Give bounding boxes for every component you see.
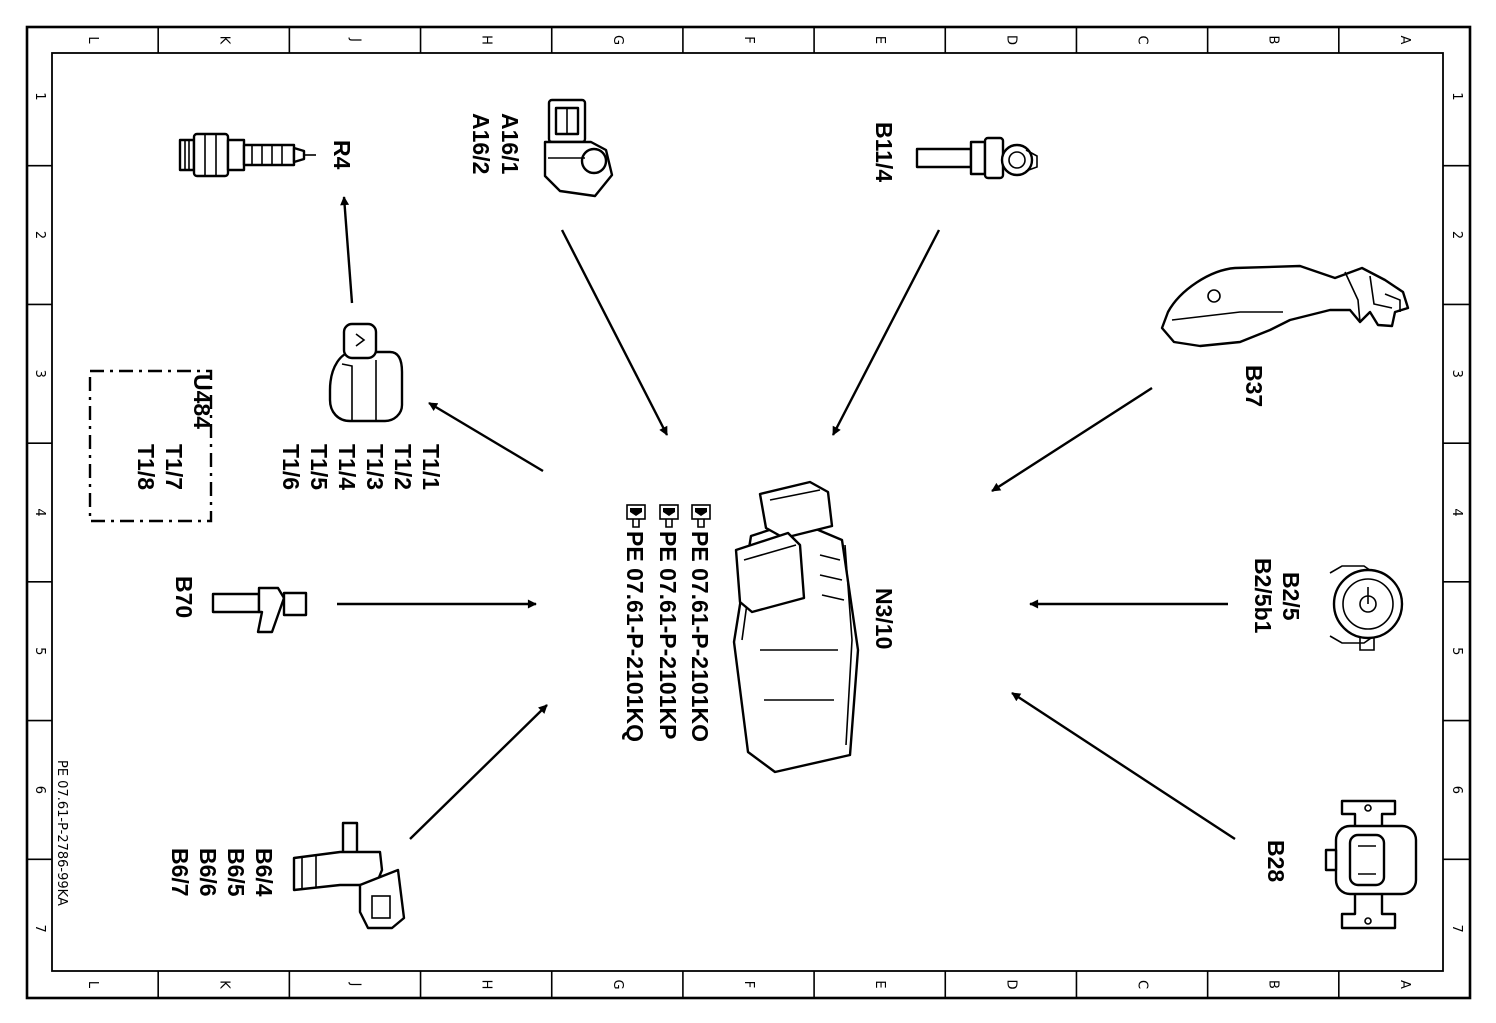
- connection-arrows: [337, 196, 1236, 841]
- crankshaft-sensor-label: B70: [171, 576, 197, 618]
- column-zone-letter: G: [610, 979, 625, 989]
- arrow-from-throttle: [560, 229, 669, 436]
- row-zone-number: 4: [32, 508, 47, 516]
- column-zone-letter: E: [872, 980, 887, 988]
- reference-row-3: PE 07.61-P-2101KQ: [622, 504, 648, 742]
- reference-row-2: PE 07.61-P-2101KP: [655, 504, 681, 739]
- coil-label-1: T1/1: [418, 444, 444, 490]
- column-zone-letter: J: [347, 982, 362, 987]
- pointing-hand-icon: [691, 504, 711, 528]
- throttle-label-2: A16/2: [468, 113, 494, 174]
- drawing-frame: L K J H G F E D C B A L K J H G F E D C B A 1 2 3 4 5 6 7 1 2 3 4 5 6 7: [25, 25, 1472, 1000]
- control-unit-icon: [732, 480, 860, 774]
- coil-label-6: T1/6: [278, 444, 304, 490]
- coil-label-4: T1/4: [334, 444, 360, 490]
- camshaft-label-4: B6/7: [167, 848, 193, 897]
- ignition-coil-icon: [328, 322, 404, 423]
- row-zone-number: 5: [32, 647, 47, 655]
- row-zone-number: 7: [32, 925, 47, 933]
- immobilizer-label-1: U484: [189, 374, 215, 429]
- arrow-to-spark-plug: [340, 196, 354, 304]
- column-zone-letter: H: [479, 35, 494, 45]
- arrow-to-ignition-coils: [428, 401, 544, 473]
- column-zone-letter: G: [610, 35, 625, 45]
- arrow-from-pedal: [991, 386, 1153, 493]
- arrow-from-camshaft: [409, 704, 548, 840]
- reference-row-1: PE 07.61-P-2101KO: [687, 504, 713, 742]
- column-zone-letter: B: [1266, 980, 1281, 989]
- row-zone-number: 4: [1449, 508, 1464, 516]
- row-zone-number: 1: [1449, 92, 1464, 100]
- column-zone-letter: K: [216, 36, 231, 45]
- column-zone-letter: L: [85, 36, 100, 44]
- crankshaft-sensor-icon: [211, 586, 308, 634]
- camshaft-label-1: B6/4: [251, 848, 277, 897]
- row-zone-number: 3: [32, 370, 47, 378]
- throttle-actuator-icon: [543, 98, 614, 198]
- column-zone-letter: C: [1135, 980, 1150, 989]
- document-number: PE 07.61-P-2786-99KA: [54, 760, 69, 906]
- column-zone-letter: D: [1003, 979, 1018, 989]
- control-unit-label: N3/10: [871, 588, 897, 649]
- column-zone-letter: F: [741, 36, 756, 43]
- arrow-from-pressure: [1011, 691, 1236, 841]
- column-zone-letter: A: [1397, 980, 1412, 989]
- column-zone-letter: D: [1003, 35, 1018, 45]
- coolant-sensor-icon: [915, 136, 1038, 180]
- arrow-from-coolant: [831, 229, 941, 436]
- row-zone-number: 6: [1449, 786, 1464, 794]
- pressure-sensor-icon: [1324, 799, 1418, 930]
- row-zone-number: 5: [1449, 647, 1464, 655]
- control-unit-reference-1: PE 07.61-P-2101KO: [687, 531, 713, 742]
- coil-label-2: T1/2: [390, 444, 416, 490]
- spark-plug-label: R4: [329, 140, 355, 170]
- coolant-sensor-label: B11/4: [871, 122, 897, 182]
- control-unit-reference-2: PE 07.61-P-2101KP: [655, 531, 681, 739]
- camshaft-label-2: B6/5: [223, 848, 249, 897]
- row-zone-number: 2: [32, 231, 47, 239]
- hfm-sensor-icon: [1329, 565, 1404, 651]
- row-zone-number: 2: [1449, 231, 1464, 239]
- row-zone-number: 3: [1449, 370, 1464, 378]
- column-zone-letter: L: [85, 981, 100, 989]
- row-zone-number: 7: [1449, 925, 1464, 933]
- coil-label-5: T1/5: [306, 444, 332, 490]
- immobilizer-label-3: T1/8: [133, 444, 159, 490]
- pointing-hand-icon: [626, 504, 646, 528]
- throttle-label-1: A16/1: [497, 113, 523, 175]
- column-zone-letter: F: [741, 981, 756, 988]
- pedal-sensor-label: B37: [1241, 365, 1267, 407]
- hfm-sensor-label-1: B2/5: [1278, 572, 1304, 621]
- row-zone-number: 1: [32, 92, 47, 100]
- coil-label-3: T1/3: [362, 444, 388, 490]
- column-zone-letter: J: [347, 37, 362, 42]
- column-zone-letter: H: [479, 980, 494, 990]
- camshaft-sensor-icon: [292, 821, 406, 930]
- column-zone-letter: C: [1135, 35, 1150, 44]
- pedal-sensor-icon: [1160, 264, 1410, 348]
- spark-plug-icon: [178, 132, 316, 178]
- camshaft-label-3: B6/6: [195, 848, 221, 897]
- immobilizer-label-2: T1/7: [161, 444, 187, 490]
- immobilizer-group-box: [88, 369, 213, 523]
- column-zone-letter: B: [1266, 36, 1281, 45]
- hfm-sensor-label-2: B2/5b1: [1250, 558, 1276, 634]
- row-zone-number: 6: [32, 786, 47, 794]
- pointing-hand-icon: [659, 504, 679, 528]
- pressure-sensor-label: B28: [1263, 840, 1289, 882]
- control-unit-reference-3: PE 07.61-P-2101KQ: [622, 531, 648, 742]
- column-zone-letter: A: [1397, 36, 1412, 45]
- column-zone-letter: E: [872, 36, 887, 44]
- column-zone-letter: K: [216, 980, 231, 989]
